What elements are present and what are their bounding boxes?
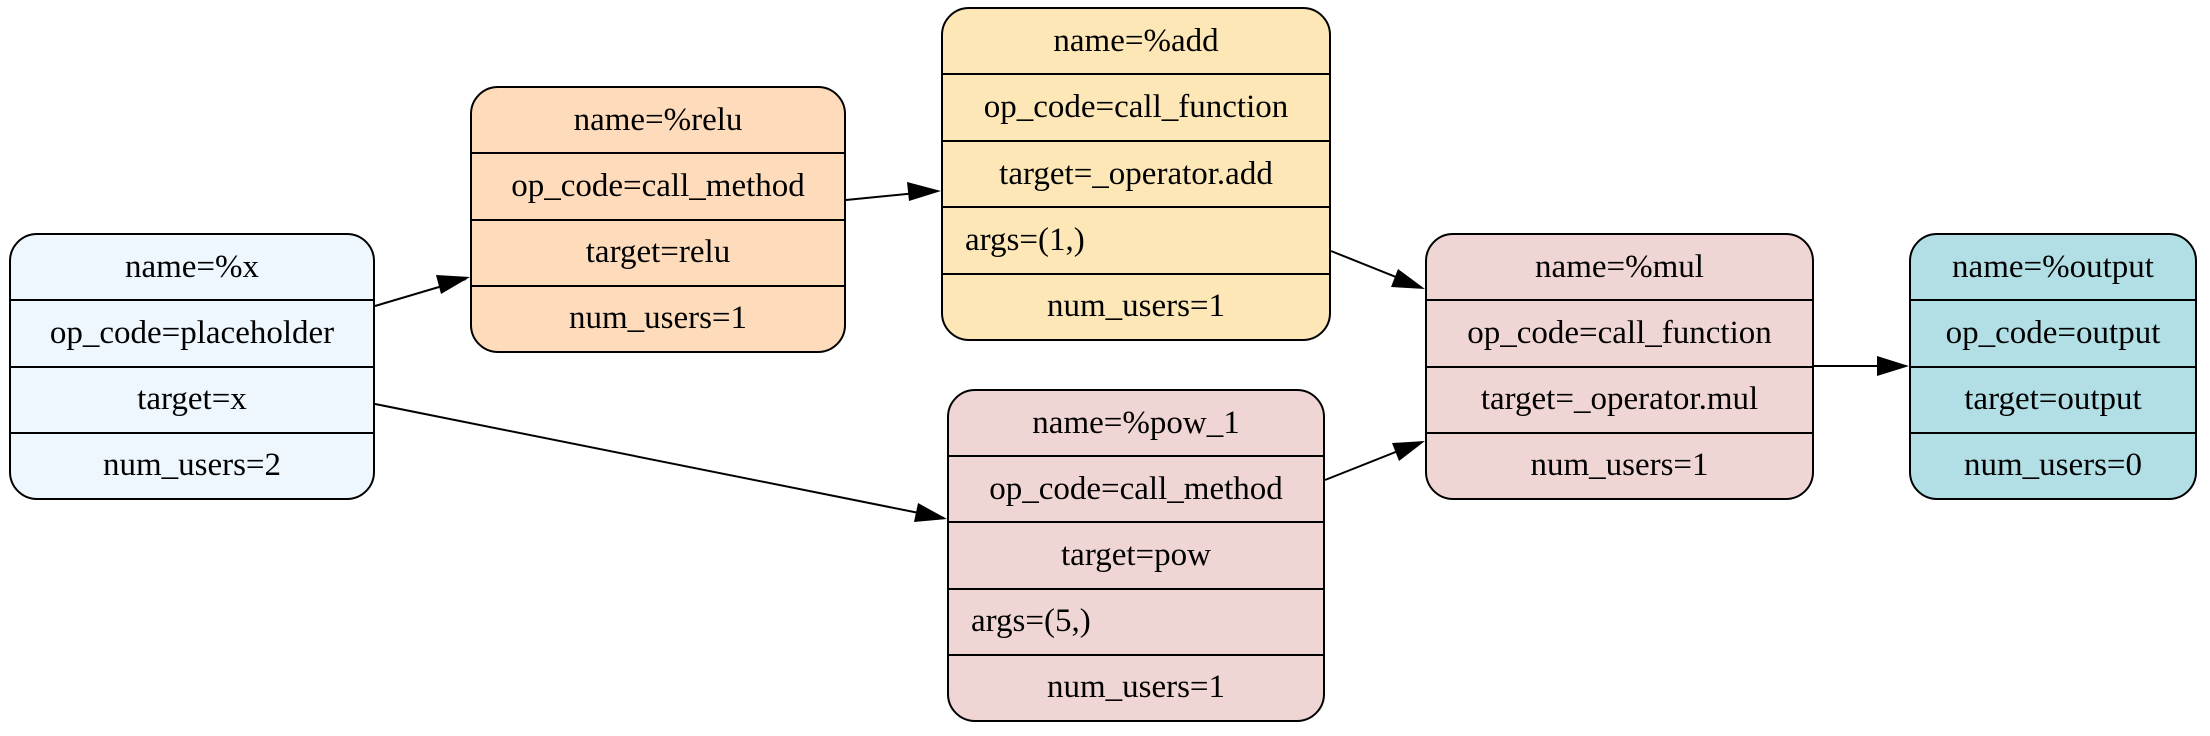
node-add[interactable]: name=%add op_code=call_function target=_… [941,7,1331,341]
node-pow-1-op-code: op_code=call_method [949,455,1323,521]
node-relu-num-users: num_users=1 [472,284,844,351]
node-output[interactable]: name=%output op_code=output target=outpu… [1909,233,2197,500]
node-add-op-code: op_code=call_function [943,73,1329,139]
node-add-args: args=(1,) [943,206,1329,272]
node-output-target: target=output [1911,365,2195,432]
node-x[interactable]: name=%x op_code=placeholder target=x num… [9,233,375,500]
node-mul[interactable]: name=%mul op_code=call_function target=_… [1425,233,1814,500]
node-add-num-users: num_users=1 [943,272,1329,339]
node-mul-op-code: op_code=call_function [1427,299,1812,365]
arrowhead-relu-to-add [907,182,941,201]
arrowhead-add-to-mul [1391,269,1425,289]
node-mul-target: target=_operator.mul [1427,365,1812,432]
node-pow-1-target: target=pow [949,521,1323,587]
node-add-name: name=%add [1053,22,1219,59]
node-pow-1-name: name=%pow_1 [1032,404,1240,441]
node-relu[interactable]: name=%relu op_code=call_method target=re… [470,86,846,353]
node-x-name: name=%x [124,248,260,285]
node-relu-op-code: op_code=call_method [472,152,844,218]
node-x-target: target=x [11,365,373,432]
node-pow-1-num-users: num_users=1 [949,653,1323,720]
arrowhead-pow-to-mul [1392,441,1425,461]
node-pow-1-args: args=(5,) [949,587,1323,654]
arrowhead-mul-to-output [1877,356,1909,376]
node-x-num-users: num_users=2 [11,431,373,498]
node-add-target: target=_operator.add [943,139,1329,206]
node-output-num-users: num_users=0 [1911,431,2195,498]
node-output-op-code: op_code=output [1911,299,2195,365]
node-mul-num-users: num_users=1 [1427,431,1812,498]
arrowhead-x-to-pow [914,503,947,522]
edge-x-to-pow [374,403,945,519]
arrowhead-x-to-relu [436,275,470,294]
node-pow-1[interactable]: name=%pow_1 op_code=call_method target=p… [947,389,1325,722]
node-x-op-code: op_code=placeholder [11,299,373,365]
node-relu-name: name=%relu [573,101,743,138]
node-mul-name: name=%mul [1535,248,1704,285]
node-output-name: name=%output [1952,248,2154,285]
node-relu-target: target=relu [472,218,844,285]
